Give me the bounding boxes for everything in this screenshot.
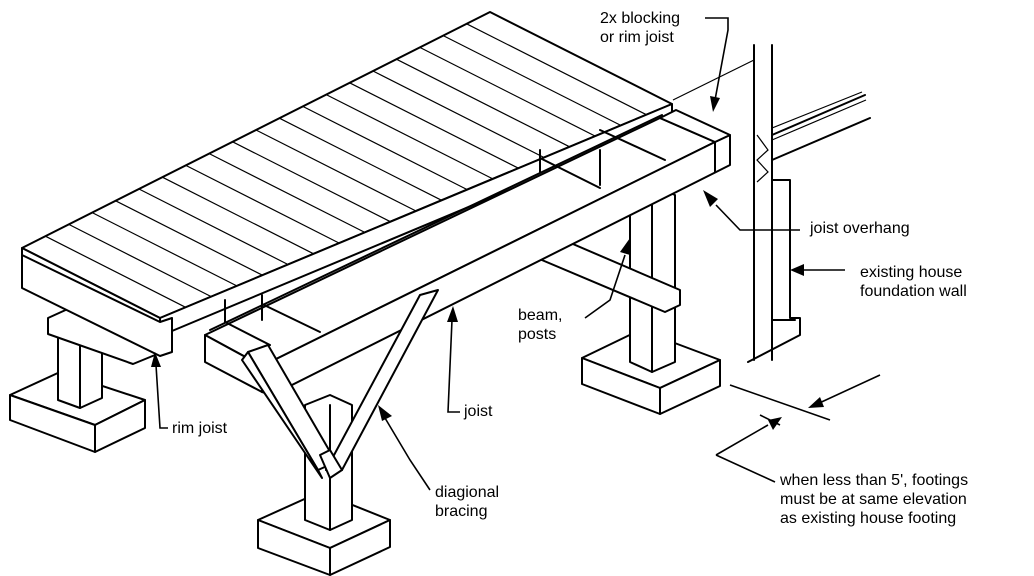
label-blocking-line2: or rim joist (600, 29, 674, 46)
deck-board-seam (466, 23, 647, 116)
label-foundation-wall: existing house foundation wall (860, 263, 967, 301)
deck-board-seam (255, 129, 417, 212)
label-bracing-line1: diagional (435, 484, 500, 501)
deck-board-seam (208, 153, 366, 233)
deck-board-seam (396, 58, 570, 148)
deck-board-seam (349, 82, 519, 169)
deck-board-seam (302, 105, 468, 191)
deck-board-seam (162, 176, 314, 255)
label-joist: joist (464, 402, 492, 421)
deck-board-seam (185, 164, 340, 244)
label-foundation-line2: foundation wall (860, 283, 967, 300)
deck-board-seam (279, 117, 442, 201)
deck-board-seam (325, 94, 494, 180)
label-joist-overhang-text: joist overhang (810, 220, 910, 237)
label-joist-overhang: joist overhang (810, 219, 910, 238)
house-foundation-wall (672, 44, 871, 363)
label-beam-line1: beam, (518, 307, 563, 324)
label-beam-line2: posts (518, 326, 557, 343)
deck-board-seam (68, 223, 212, 298)
deck-board-seam (45, 235, 186, 308)
rim-joist (21, 254, 173, 357)
label-footing-note: when less than 5', footings must be at s… (780, 471, 968, 528)
label-footing-line1: when less than 5', footings (780, 472, 969, 489)
right-footing (581, 184, 721, 415)
diagonal-bracing (241, 289, 439, 479)
label-blocking: 2x blocking or rim joist (600, 9, 680, 47)
label-rim-joist: rim joist (172, 419, 227, 438)
label-footing-line3: as existing house footing (780, 510, 957, 527)
deck-board-seam (232, 141, 391, 223)
label-bracing-line2: bracing (435, 503, 488, 520)
center-footing (257, 394, 391, 576)
label-blocking-line1: 2x blocking (600, 10, 681, 27)
label-diagonal-bracing: diagional bracing (435, 483, 499, 521)
label-joist-text: joist (464, 403, 493, 420)
joists (204, 109, 731, 396)
deck-board-seam (442, 35, 622, 126)
deck-board-seam (372, 70, 545, 159)
deck-board-seam (91, 212, 238, 287)
label-footing-line2: must be at same elevation (780, 491, 967, 508)
label-rim-joist-text: rim joist (172, 420, 228, 437)
deck-board-seam (115, 200, 263, 276)
leaders (151, 17, 881, 491)
deck-board-seam (419, 46, 596, 137)
label-beam-posts: beam, posts (518, 306, 562, 344)
deck-board-seam (138, 188, 289, 266)
label-foundation-line1: existing house (860, 264, 963, 281)
